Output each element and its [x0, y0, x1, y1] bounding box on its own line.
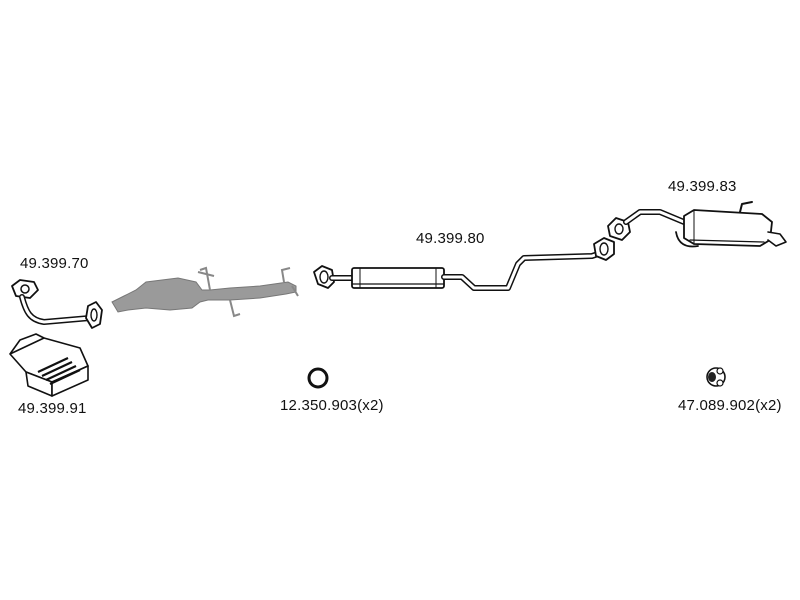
part-label-mounting-kit: 49.399.91 — [18, 400, 87, 417]
part-label-center-silencer: 49.399.80 — [416, 230, 485, 247]
center-silencer-part[interactable] — [313, 237, 615, 291]
front-pipe-part[interactable] — [11, 279, 103, 329]
part-label-rear-silencer: 49.399.83 — [668, 178, 737, 195]
rubber-mount-part[interactable] — [706, 367, 726, 387]
part-label-sealing-ring: 12.350.903(x2) — [280, 397, 384, 414]
sealing-ring-part[interactable] — [307, 367, 329, 389]
mounting-kit-part[interactable] — [9, 333, 89, 397]
part-label-rubber-mount: 47.089.902(x2) — [678, 397, 782, 414]
rear-silencer-part[interactable] — [607, 201, 787, 248]
catalytic-converter-part — [111, 266, 299, 318]
part-label-front-pipe: 49.399.70 — [20, 255, 89, 272]
